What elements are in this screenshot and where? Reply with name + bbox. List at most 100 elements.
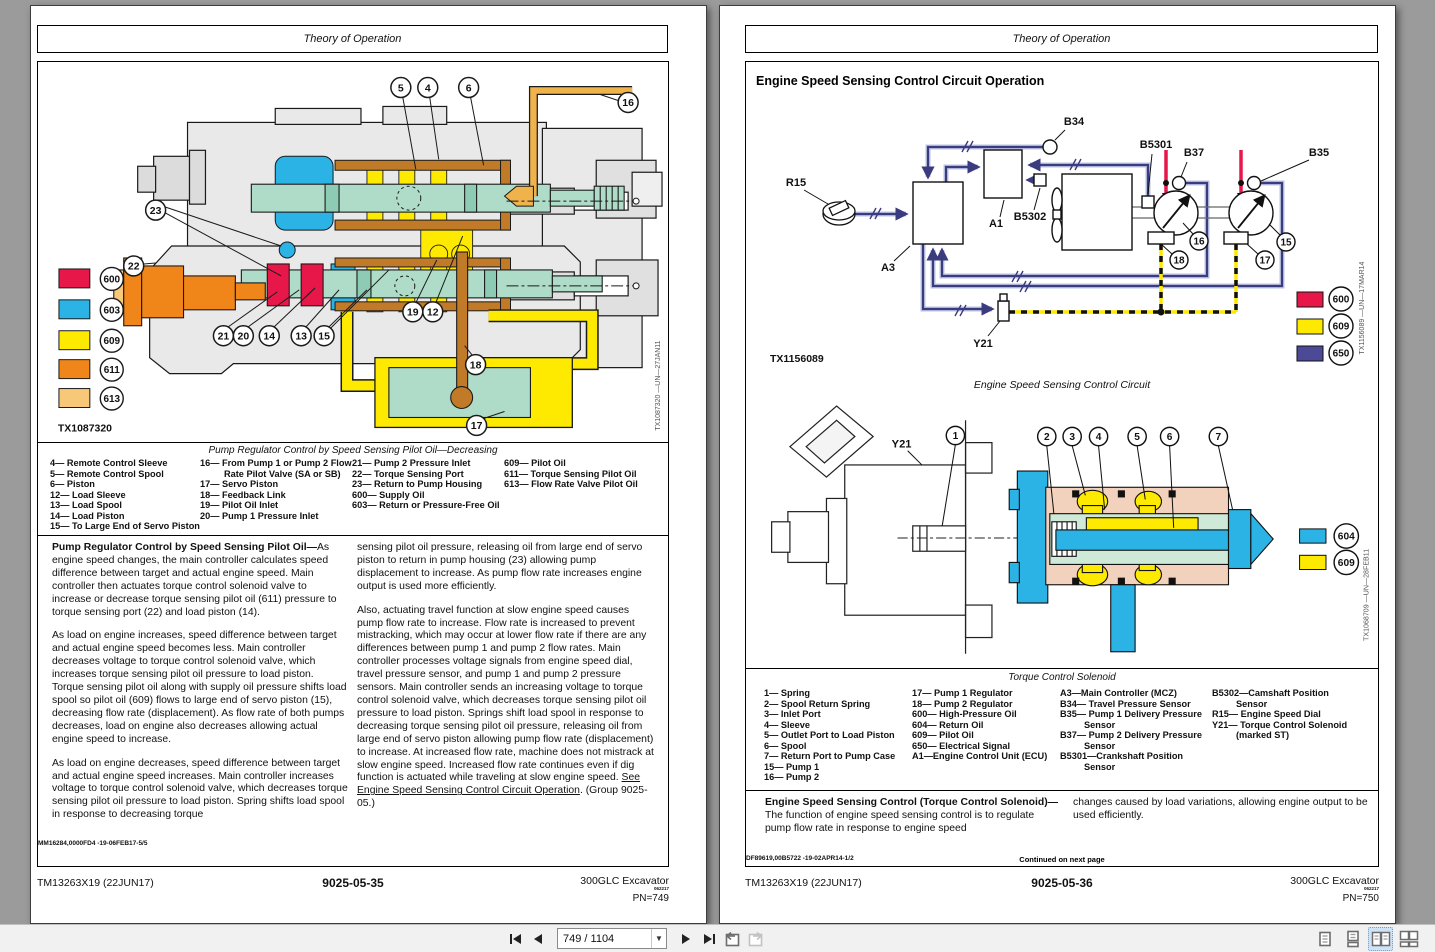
last-page-button[interactable] <box>699 929 719 949</box>
key-item: 13— Load Spool <box>50 500 122 510</box>
figure-divider <box>746 668 1378 669</box>
svg-text:613: 613 <box>103 394 120 405</box>
paragraph-lead: Engine Speed Sensing Control (Torque Con… <box>765 797 1059 808</box>
key-item: 609— Pilot Oil <box>504 458 566 468</box>
footer-group-number: 9025-05-36 <box>1031 876 1093 890</box>
callout-6: 6 <box>1159 426 1180 447</box>
legend-swatch-600 <box>1296 291 1324 308</box>
running-head: Theory of Operation <box>37 25 668 53</box>
figure-caption: Pump Regulator Control by Speed Sensing … <box>208 445 498 456</box>
torque-solenoid-icon <box>997 300 1010 322</box>
key-item: 15— To Large End of Servo Piston <box>50 521 200 531</box>
key-item: 603— Return or Pressure-Free Oil <box>352 500 500 510</box>
label-a3: A3 <box>881 262 895 274</box>
previous-view-button[interactable] <box>722 929 742 949</box>
key-item: 5— Remote Control Spool <box>50 468 164 479</box>
engine-speed-dial-icon <box>822 199 856 226</box>
solenoid-legend <box>1299 523 1360 576</box>
key-divider <box>746 790 1378 791</box>
single-page-view-icon <box>1318 931 1331 947</box>
continuous-view-button[interactable] <box>1340 927 1365 951</box>
key-item: 18— Pump 2 Regulator <box>912 698 1013 709</box>
callout-5: 5 <box>390 76 412 99</box>
two-page-view-icon <box>1371 931 1390 947</box>
callout-7: 7 <box>1208 426 1229 447</box>
callout-6: 6 <box>457 76 480 99</box>
paragraph: As load on engine decreases, speed diffe… <box>52 757 348 821</box>
footer-pn: PN=750 <box>1342 893 1379 904</box>
key-item: 613— Flow Rate Valve Pilot Oil <box>504 479 638 489</box>
section-title: Engine Speed Sensing Control Circuit Ope… <box>756 74 1045 88</box>
svg-text:18: 18 <box>470 360 482 371</box>
figure-tx-number: TX1087320 <box>58 423 112 434</box>
chevron-down-icon[interactable]: ▼ <box>651 929 666 948</box>
legend-codes: 600 603 609 611 613 <box>103 274 120 405</box>
svg-text:609: 609 <box>103 336 120 347</box>
cross-reference-link[interactable]: See Engine Speed Sensing Control Circuit… <box>357 772 641 797</box>
svg-text:611: 611 <box>104 365 121 376</box>
svg-text:609: 609 <box>1333 322 1350 333</box>
first-page-button[interactable] <box>505 929 525 949</box>
callout-18: 18 <box>464 353 487 376</box>
key-item: 4— Remote Control Sleeve <box>50 458 168 468</box>
previous-page-button[interactable] <box>528 929 548 949</box>
label-r15: R15 <box>786 177 806 189</box>
page-indicator: 749 / 1104 <box>563 932 615 945</box>
paragraph: Also, actuating travel function at slow … <box>357 604 654 784</box>
key-item: 1— Spring <box>764 688 810 698</box>
paragraph: changes caused by load variations, allow… <box>1073 797 1368 821</box>
travel-pressure-sensor-icon <box>1042 139 1058 155</box>
key-divider <box>38 535 668 536</box>
svg-text:12: 12 <box>427 308 439 319</box>
svg-text:17: 17 <box>1259 256 1271 267</box>
last-page-icon <box>712 933 715 944</box>
crankshaft-sensor-box <box>1141 195 1155 209</box>
page-number-combobox[interactable]: 749 / 1104 ▼ <box>557 928 667 949</box>
next-page-button[interactable] <box>676 929 696 949</box>
footer-group-number: 9025-05-35 <box>322 876 384 890</box>
callout-16: 16 <box>617 91 639 114</box>
label-b5302: B5302 <box>1014 211 1046 223</box>
two-page-continuous-view-button[interactable] <box>1396 927 1421 951</box>
svg-text:13: 13 <box>295 332 307 343</box>
svg-text:4: 4 <box>1096 432 1102 443</box>
callout-2: 2 <box>1036 426 1057 447</box>
single-page-view-button[interactable] <box>1312 927 1337 951</box>
key-item: 16— Pump 2 <box>764 772 820 782</box>
key-item: 15— Pump 1 <box>764 761 820 772</box>
label-b34: B34 <box>1064 116 1085 128</box>
pdf-toolbar: 749 / 1104 ▼ <box>0 924 1435 952</box>
label-a1: A1 <box>989 218 1003 230</box>
electrical-wires <box>849 140 1285 317</box>
legend-swatch-650 <box>1296 345 1324 362</box>
next-view-button[interactable] <box>745 929 765 949</box>
doc-code: MM16284,0000FD4 -19-06FEB17-5/5 <box>38 840 148 847</box>
high-pressure-lines <box>1164 150 1243 196</box>
svg-text:650: 650 <box>1333 349 1350 360</box>
fan-blade-icon <box>1051 217 1063 243</box>
figure-tx-number: TX1156089 <box>770 353 824 365</box>
key-item: 609— Pilot Oil <box>912 730 974 740</box>
key-item: 604— Return Oil <box>912 719 984 730</box>
circuit-components <box>912 139 1274 322</box>
manual-page-right: Theory of Operation Engine Speed Sensing… <box>719 5 1396 924</box>
pump1-pressure-sensor-icon <box>1246 175 1262 191</box>
figure-divider <box>38 442 668 443</box>
circuit-legend <box>1296 286 1354 366</box>
key-item: 17— Pump 1 Regulator <box>912 688 1013 698</box>
legend-swatch-603 <box>58 299 91 320</box>
callout-1: 1 <box>945 425 966 446</box>
body-text: Pump Regulator Control by Speed Sensing … <box>52 542 662 833</box>
wire-break-marks <box>869 140 1082 317</box>
next-view-icon <box>748 931 763 946</box>
figure-key: 1— Spring 2— Spool Return Spring 3— Inle… <box>764 688 1372 783</box>
two-page-view-button[interactable] <box>1368 927 1393 951</box>
key-item: 3— Inlet Port <box>764 709 821 719</box>
callout-leaders <box>143 94 619 419</box>
figure-caption: Engine Speed Sensing Control Circuit <box>974 379 1151 391</box>
page-footer: TM13263X19 (22JUN17) 9025-05-36 300GLC E… <box>745 875 1379 911</box>
svg-text:16: 16 <box>622 98 634 109</box>
paragraph: . (Group 9025-05.) <box>357 785 648 810</box>
footer-pn: PN=749 <box>632 893 669 904</box>
label-b5301: B5301 <box>1140 139 1172 151</box>
